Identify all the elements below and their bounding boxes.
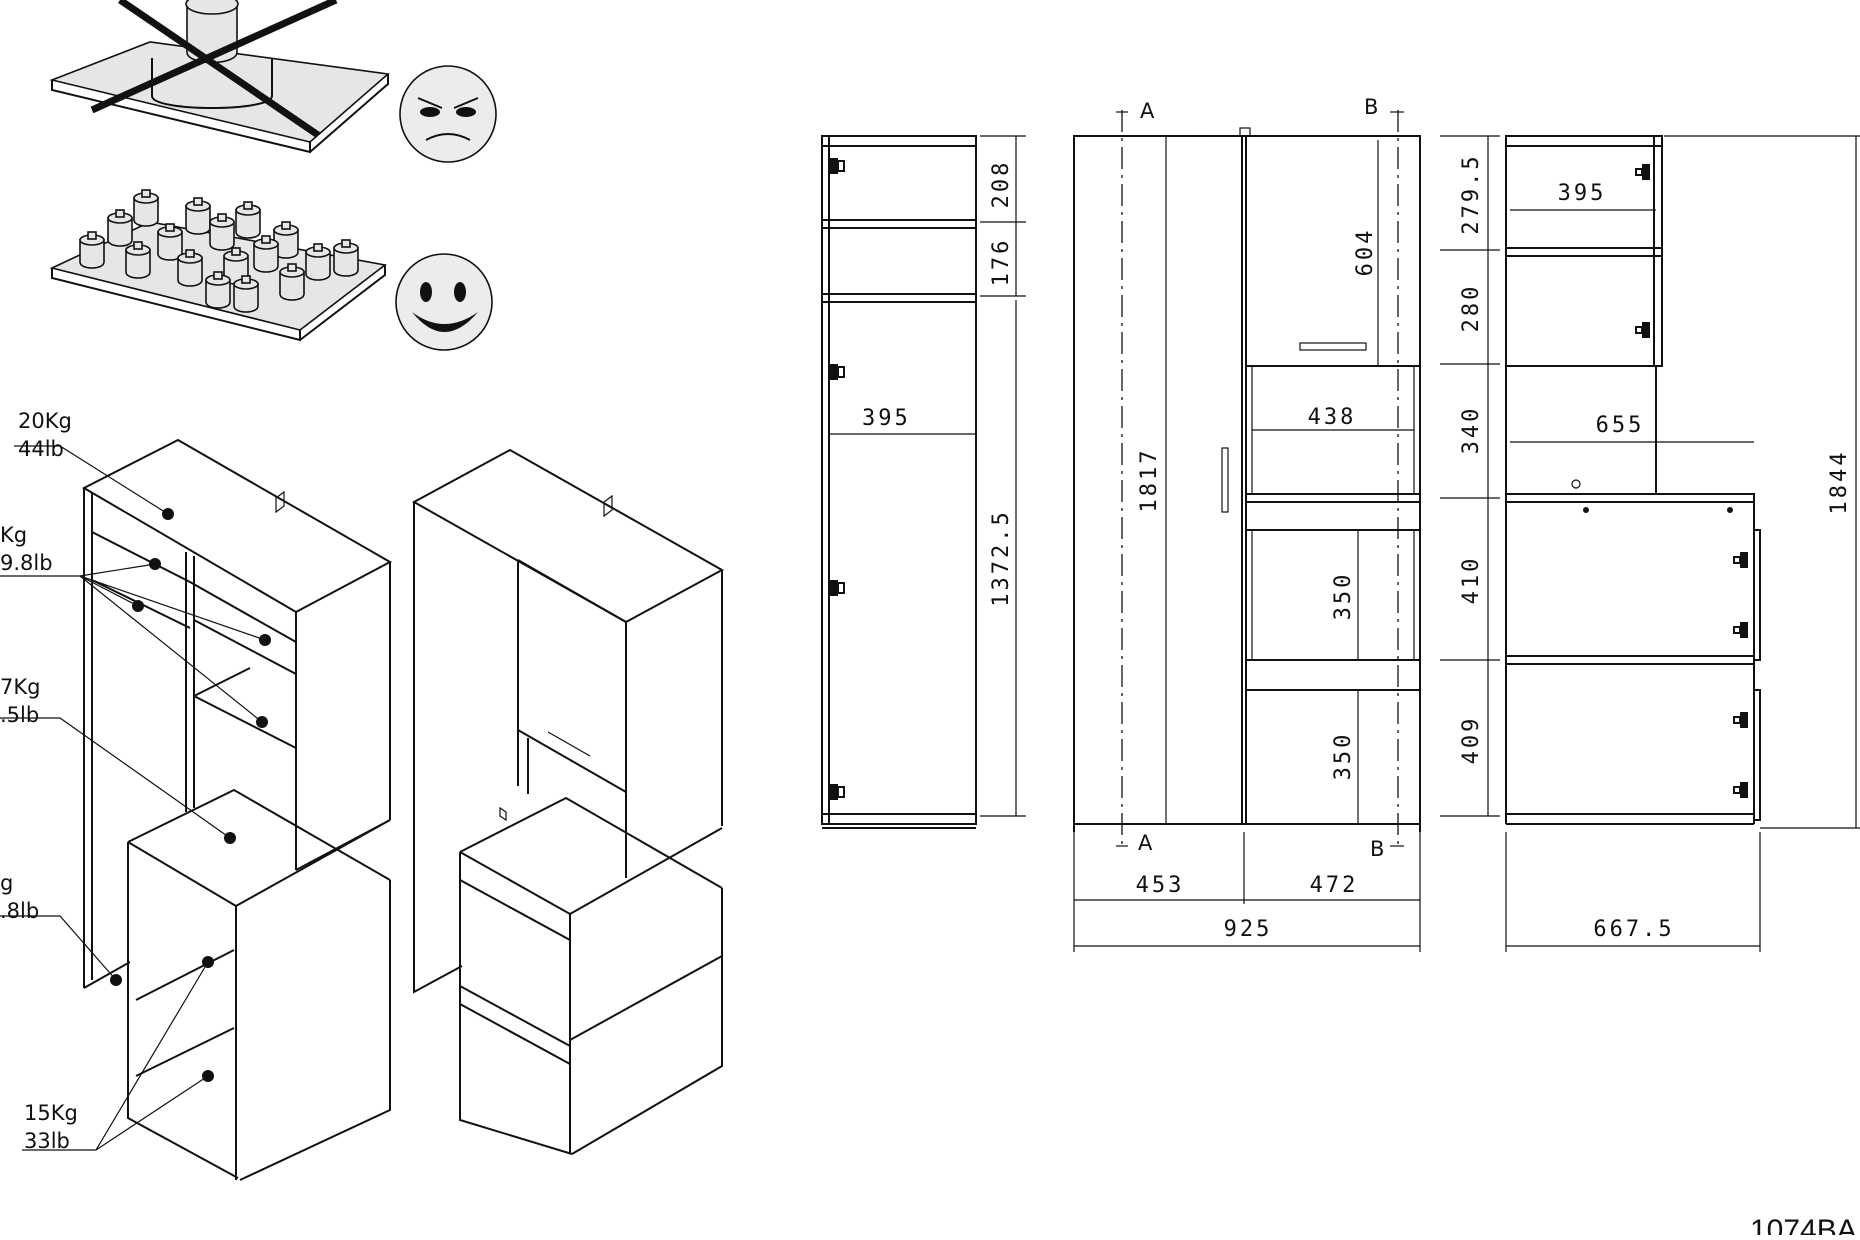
front-total-width-label: 925 — [1224, 917, 1273, 942]
weight-icon — [157, 223, 183, 261]
weight-icon — [305, 243, 331, 281]
right-view — [1440, 135, 1860, 952]
section-mark-b-top: B — [1364, 95, 1378, 119]
front-upper-door-label: 604 — [1353, 228, 1378, 277]
front-left-width-label: 453 — [1136, 873, 1185, 898]
warning-concentrated-load — [49, 0, 390, 154]
weight-icon — [235, 201, 261, 239]
hinge-icon — [1635, 322, 1650, 338]
weight-icon — [279, 263, 305, 301]
front-view — [1073, 110, 1421, 952]
weight-icon — [125, 241, 151, 279]
right-h4-label: 410 — [1459, 556, 1484, 605]
right-total-depth-label: 667.5 — [1593, 917, 1674, 942]
weight-icon — [209, 213, 235, 251]
side-mid-cell-label: 176 — [989, 238, 1014, 287]
front-low-cell-label: 350 — [1331, 732, 1356, 781]
front-open-width-label: 438 — [1308, 405, 1357, 430]
load-label-list: 20Kg 44lb Kg 9.8lb 7Kg .5lb g .8lb 15Kg … — [0, 409, 78, 1153]
weight-icon — [185, 197, 211, 235]
load-label-lb: .5lb — [0, 703, 39, 727]
right-h1-label: 279.5 — [1459, 153, 1484, 234]
section-mark-b-bottom: B — [1370, 837, 1384, 861]
angry-face-icon — [399, 65, 497, 163]
hinge-icon — [830, 158, 845, 174]
right-h2-label: 280 — [1459, 284, 1484, 333]
weight-icon — [133, 189, 159, 227]
hinge-icon — [830, 784, 845, 800]
load-label-kg: 7Kg — [0, 675, 40, 699]
hinge-icon — [1635, 164, 1650, 180]
weight-icon — [79, 231, 105, 269]
hinge-icon — [1733, 552, 1748, 568]
side-top-cell-label: 208 — [989, 160, 1014, 209]
load-label-kg: 15Kg — [24, 1101, 78, 1125]
section-mark-a-top: A — [1140, 99, 1155, 123]
load-label-lb: 44lb — [18, 437, 64, 461]
side-view — [821, 135, 1026, 829]
weight-icon — [205, 271, 231, 309]
warning-distributed-load — [49, 189, 387, 342]
hinge-icon — [1733, 622, 1748, 638]
iso-cabinet-closed — [411, 448, 725, 1155]
weight-icon — [233, 275, 259, 313]
hinge-icon — [830, 580, 845, 596]
weight-icon — [177, 249, 203, 287]
front-height-label: 1817 — [1137, 448, 1162, 513]
hinge-icon — [830, 364, 845, 380]
weight-icon — [273, 221, 299, 259]
reference-code: 1074BA — [1750, 1214, 1857, 1235]
load-label-kg: Kg — [0, 523, 27, 547]
side-lower-cell-label: 1372.5 — [989, 509, 1014, 606]
hinge-icon — [1733, 782, 1748, 798]
side-depth-label: 395 — [862, 406, 911, 431]
load-label-lb: .8lb — [0, 899, 39, 923]
right-total-height-label: 1844 — [1827, 450, 1852, 515]
load-label-lb: 9.8lb — [0, 551, 53, 575]
iso-carcass-open — [81, 438, 393, 1181]
front-right-width-label: 472 — [1310, 873, 1359, 898]
weight-icon — [333, 239, 359, 277]
load-label-kg: g — [0, 871, 13, 895]
section-mark-a-bottom: A — [1138, 831, 1153, 855]
right-upper-depth-label: 395 — [1558, 181, 1607, 206]
weight-icon — [107, 209, 133, 247]
right-lower-depth-label: 655 — [1596, 413, 1645, 438]
front-mid-cell-label: 350 — [1331, 572, 1356, 621]
right-h3-label: 340 — [1459, 406, 1484, 455]
load-leaders — [0, 445, 266, 1151]
weight-icon — [253, 235, 279, 273]
hinge-icon — [1733, 712, 1748, 728]
load-label-kg: 20Kg — [18, 409, 72, 433]
happy-face-icon — [395, 253, 493, 351]
right-h5-label: 409 — [1459, 716, 1484, 765]
load-label-lb: 33lb — [24, 1129, 70, 1153]
